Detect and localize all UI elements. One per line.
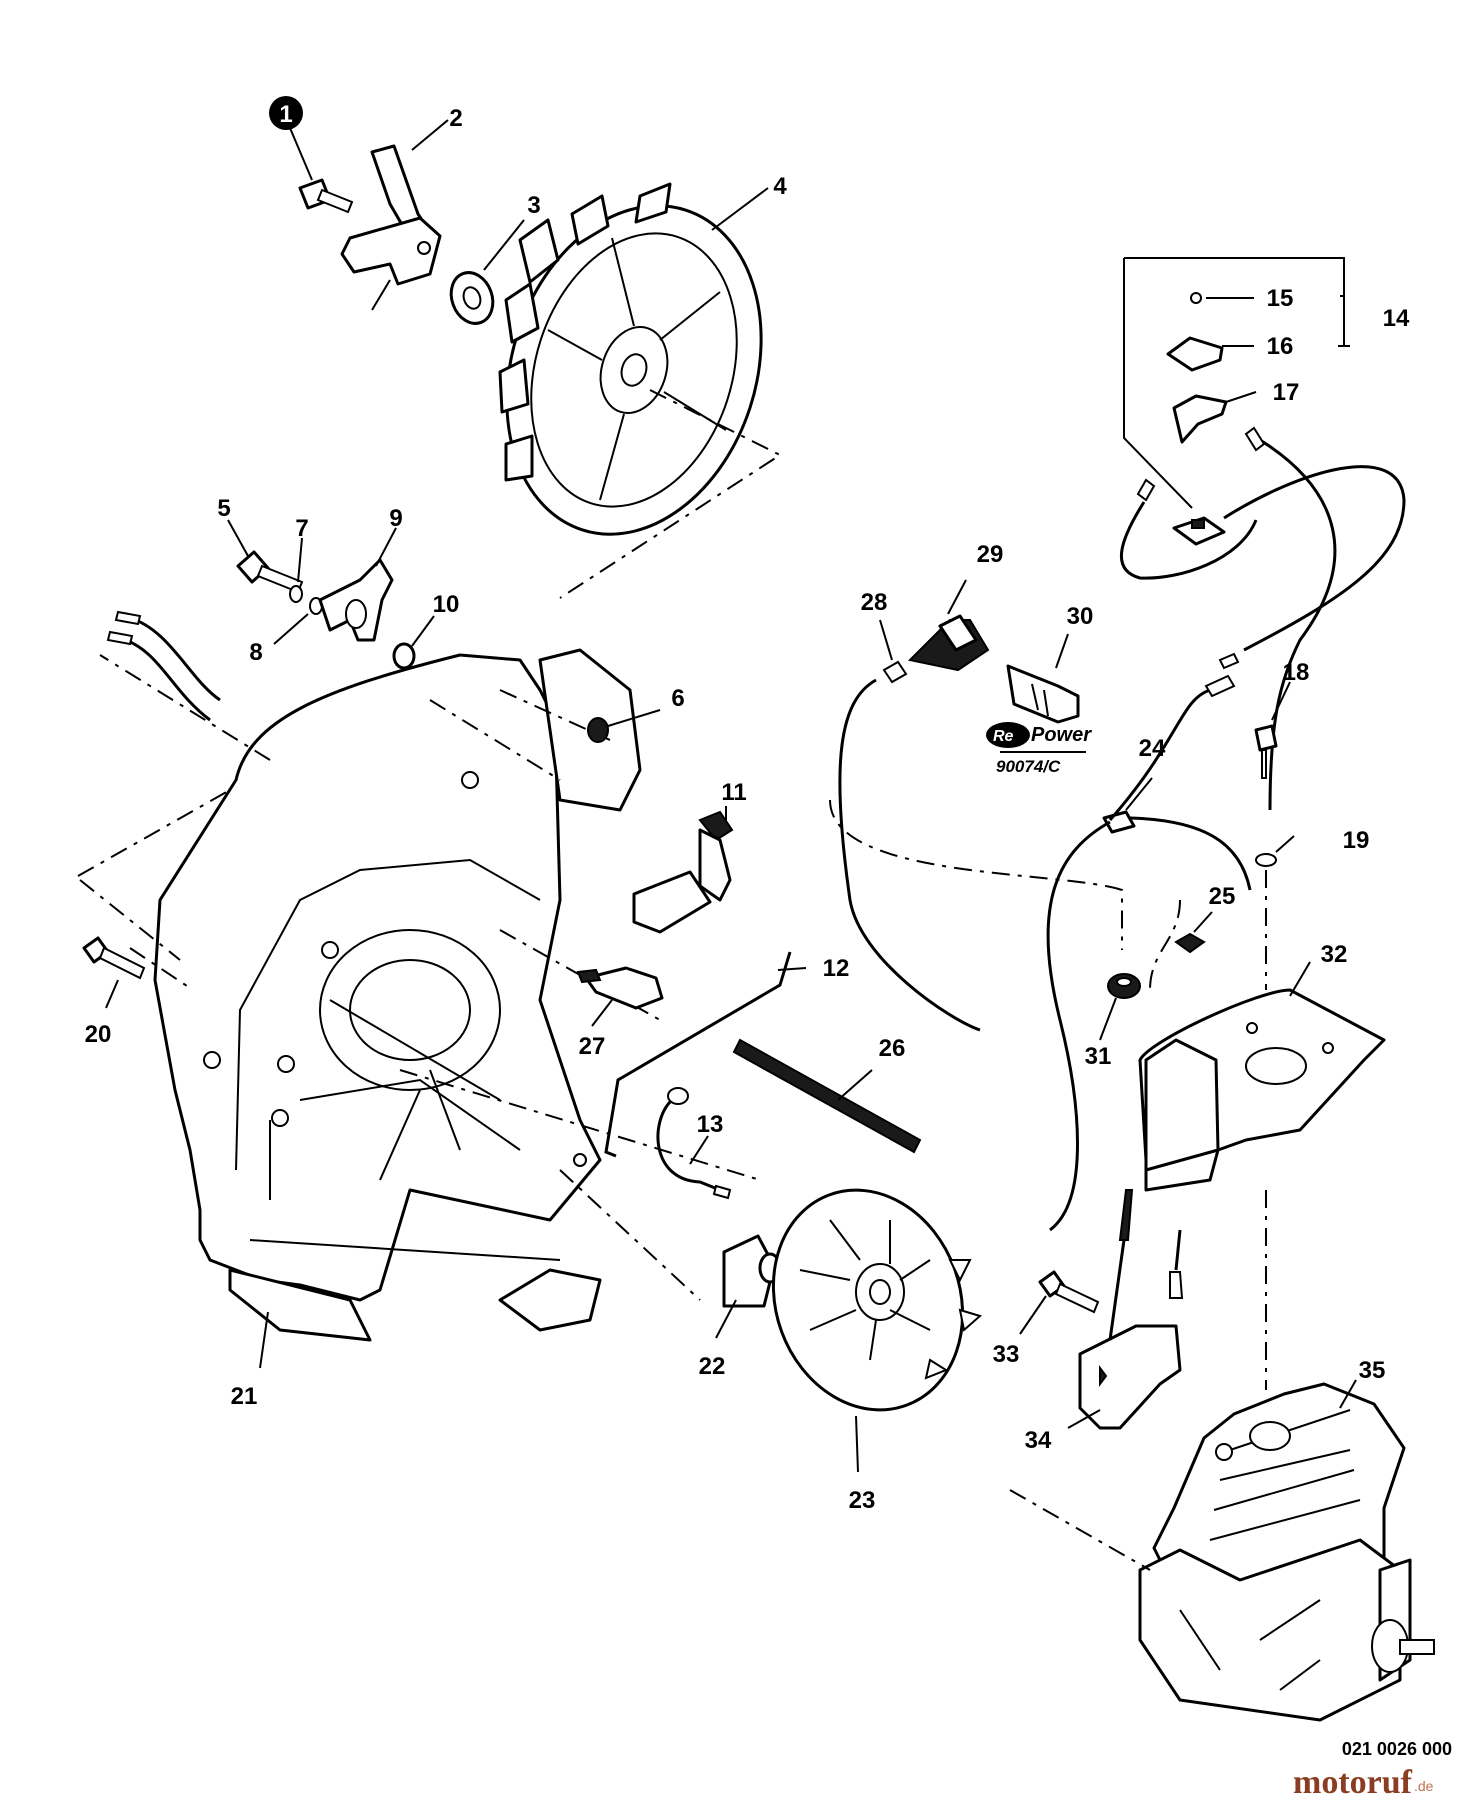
callout-14[interactable]: 14 bbox=[1383, 305, 1410, 332]
callout-34[interactable]: 34 bbox=[1025, 1427, 1052, 1454]
callout-6[interactable]: 6 bbox=[671, 685, 684, 712]
callout-16[interactable]: 16 bbox=[1267, 333, 1294, 360]
callout-3[interactable]: 3 bbox=[527, 192, 540, 219]
part-31-grommet[interactable] bbox=[1099, 973, 1141, 1041]
part-23-flywheel[interactable] bbox=[743, 1163, 993, 1473]
callout-8[interactable]: 8 bbox=[249, 639, 262, 666]
part-24-ignition-lead[interactable] bbox=[1046, 674, 1252, 1232]
callout-17[interactable]: 17 bbox=[1273, 379, 1300, 406]
callout-badge-1: 1 bbox=[269, 96, 303, 130]
repower-logo: Re Power 90074/C bbox=[986, 722, 1092, 776]
callout-15[interactable]: 15 bbox=[1267, 285, 1294, 312]
callout-20[interactable]: 20 bbox=[85, 1021, 112, 1048]
part-7-washer[interactable] bbox=[289, 537, 303, 603]
drawing-number: 021 0026 000 bbox=[1342, 1739, 1452, 1759]
callout-27[interactable]: 27 bbox=[579, 1033, 606, 1060]
repower-logo-re: Re bbox=[993, 728, 1014, 745]
part-33-screw[interactable] bbox=[1019, 1270, 1100, 1335]
part-16-clip[interactable] bbox=[1166, 336, 1254, 372]
part-14-kit-bracket bbox=[1123, 257, 1350, 509]
part-5-screw[interactable] bbox=[227, 519, 304, 594]
part-12-throttle-rod[interactable] bbox=[604, 951, 807, 1158]
watermark-suffix: .de bbox=[1414, 1778, 1434, 1794]
part-9-lever[interactable] bbox=[318, 527, 397, 642]
callout-11[interactable]: 11 bbox=[721, 779, 746, 806]
part-30-spark-plug[interactable] bbox=[1006, 633, 1080, 724]
part-15-screw[interactable] bbox=[1190, 292, 1254, 304]
callout-13[interactable]: 13 bbox=[697, 1111, 724, 1138]
callout-28[interactable]: 28 bbox=[861, 589, 888, 616]
repower-code: 90074/C bbox=[996, 757, 1061, 776]
callout-32[interactable]: 32 bbox=[1321, 941, 1348, 968]
part-26-rod[interactable] bbox=[732, 1038, 922, 1154]
part-27-switch[interactable] bbox=[576, 966, 664, 1027]
callout-4[interactable]: 4 bbox=[773, 173, 787, 200]
callout-18[interactable]: 18 bbox=[1283, 659, 1310, 686]
part-13-wire[interactable] bbox=[656, 1087, 732, 1200]
housing-wire-leads bbox=[106, 610, 221, 722]
part-35-engine[interactable] bbox=[1138, 1379, 1435, 1722]
callout-5[interactable]: 5 bbox=[217, 495, 230, 522]
part-19-terminal[interactable] bbox=[1255, 835, 1295, 867]
watermark-name: motoruf bbox=[1293, 1764, 1413, 1800]
callout-23[interactable]: 23 bbox=[849, 1487, 876, 1514]
part-32-heat-shield[interactable] bbox=[1138, 961, 1386, 1192]
callout-26[interactable]: 26 bbox=[879, 1035, 906, 1062]
part-28-spring[interactable] bbox=[838, 619, 981, 1032]
part-20-screw[interactable] bbox=[82, 936, 146, 1009]
repower-logo-power: Power bbox=[1031, 724, 1092, 746]
callout-21[interactable]: 21 bbox=[231, 1383, 258, 1410]
callout-1[interactable]: 1 bbox=[279, 101, 292, 128]
part-2-bracket[interactable] bbox=[340, 119, 449, 311]
callout-35[interactable]: 35 bbox=[1359, 1357, 1386, 1384]
callout-12[interactable]: 12 bbox=[823, 955, 850, 982]
callout-22[interactable]: 22 bbox=[699, 1353, 726, 1380]
part-8-washer[interactable] bbox=[273, 597, 323, 645]
part-25-grommet[interactable] bbox=[1174, 911, 1213, 954]
callout-19[interactable]: 19 bbox=[1343, 827, 1370, 854]
part-6-grommet[interactable] bbox=[587, 709, 661, 743]
part-29-spark-plug-boot[interactable] bbox=[907, 579, 990, 672]
part-4-impeller[interactable] bbox=[466, 173, 802, 599]
callout-2[interactable]: 2 bbox=[449, 105, 462, 132]
part-18-screw[interactable] bbox=[1254, 681, 1291, 779]
callout-33[interactable]: 33 bbox=[993, 1341, 1020, 1368]
part-10-washer[interactable] bbox=[392, 615, 435, 670]
callout-24[interactable]: 24 bbox=[1139, 735, 1166, 762]
callout-29[interactable]: 29 bbox=[977, 541, 1004, 568]
callout-25[interactable]: 25 bbox=[1209, 883, 1236, 910]
watermark: motoruf .de bbox=[1293, 1764, 1434, 1800]
stop-switch-harness bbox=[1119, 426, 1406, 811]
part-34-ignition-module[interactable] bbox=[1067, 1189, 1184, 1430]
part-21-blower-housing[interactable] bbox=[153, 648, 642, 1369]
callout-31[interactable]: 31 bbox=[1085, 1043, 1112, 1070]
callout-10[interactable]: 10 bbox=[433, 591, 460, 618]
callout-9[interactable]: 9 bbox=[389, 505, 402, 532]
part-17-clip[interactable] bbox=[1172, 391, 1257, 444]
callout-30[interactable]: 30 bbox=[1067, 603, 1094, 630]
part-1-screw[interactable] bbox=[289, 127, 354, 214]
part-22-cone[interactable] bbox=[715, 1234, 782, 1339]
part-11-throttle-trigger[interactable] bbox=[632, 806, 734, 934]
callout-7[interactable]: 7 bbox=[295, 515, 308, 542]
part-3-washer[interactable] bbox=[444, 219, 525, 329]
